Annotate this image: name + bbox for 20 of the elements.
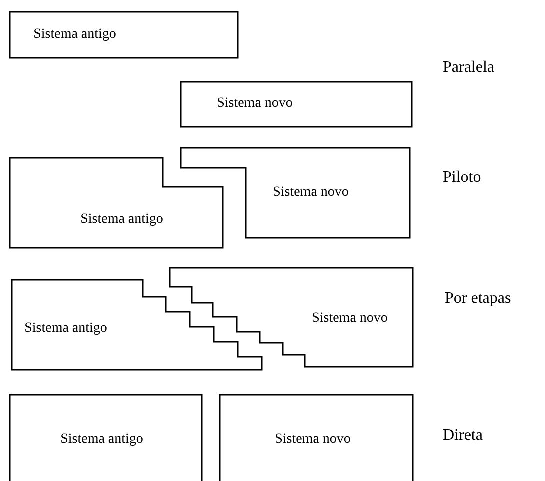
strategy-label: Piloto (443, 170, 482, 186)
strategy-label: Direta (443, 428, 483, 444)
block-label: Sistema novo (275, 433, 351, 447)
system-block (10, 395, 202, 481)
strategy-label: Por etapas (445, 291, 512, 307)
block-label: Sistema antigo (24, 322, 108, 336)
system-block (170, 268, 413, 367)
system-block (10, 12, 238, 58)
system-block (181, 82, 412, 127)
block-label: Sistema novo (312, 312, 388, 326)
block-label: Sistema antigo (80, 213, 164, 227)
block-label: Sistema antigo (34, 28, 116, 42)
system-block (12, 280, 262, 370)
block-label: Sistema antigo (60, 433, 144, 447)
block-label: Sistema novo (273, 186, 349, 200)
block-label: Sistema novo (217, 97, 293, 111)
system-block (220, 395, 413, 481)
strategy-label: Paralela (443, 60, 495, 76)
system-block (181, 148, 410, 238)
system-block (10, 158, 223, 248)
